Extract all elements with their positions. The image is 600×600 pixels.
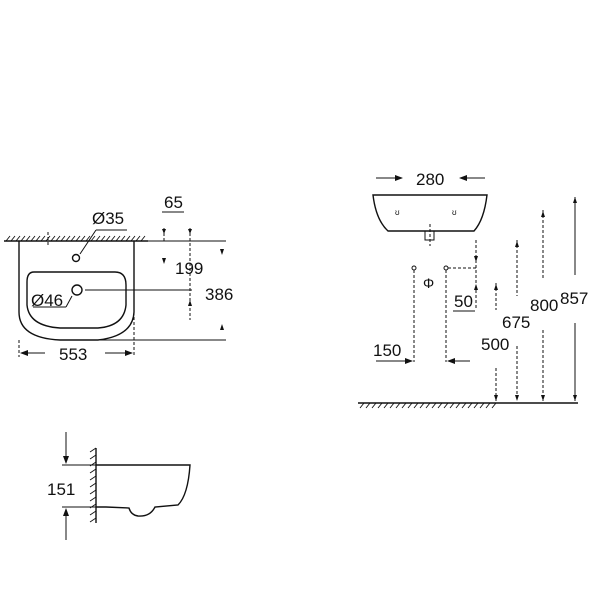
fixing-hole-left-icon: ʊ xyxy=(395,208,400,217)
mount-width-label: 280 xyxy=(416,170,444,189)
waste-hole xyxy=(71,284,83,296)
basin-outline xyxy=(18,241,135,341)
drain-spacing-label: 150 xyxy=(373,341,401,360)
width-label: 553 xyxy=(59,345,87,364)
height-label: 151 xyxy=(47,480,75,499)
drain-height-label: 500 xyxy=(481,335,509,354)
fixing-hole-right-icon: ʊ xyxy=(452,208,457,217)
side-wall-hatching xyxy=(89,447,97,523)
waste-pipe-icon: Φ xyxy=(423,275,434,291)
basin-front xyxy=(372,194,488,232)
fixing-height-label: 675 xyxy=(502,313,530,332)
top-view: Ø35 Ø46 553 65 199 386 xyxy=(4,193,233,364)
tap-hole xyxy=(71,253,81,263)
floor-hatching xyxy=(359,402,497,409)
rim-height-label: 800 xyxy=(530,296,558,315)
waste-diameter-label: Ø46 xyxy=(31,291,63,310)
front-view: 280 ʊ ʊ Φ 50 150 500 xyxy=(358,170,588,409)
side-view: 151 xyxy=(47,432,191,540)
basin-profile xyxy=(96,464,191,517)
tap-hole-diameter-label: Ø35 xyxy=(92,209,124,228)
wall-hatching xyxy=(5,235,146,242)
tap-offset-label: 65 xyxy=(164,193,183,212)
top-height-label: 857 xyxy=(560,289,588,308)
tap-depth-label: 199 xyxy=(175,259,203,278)
drain-offset-label: 50 xyxy=(454,292,473,311)
depth-label: 386 xyxy=(205,285,233,304)
bowl-outline xyxy=(26,271,127,329)
